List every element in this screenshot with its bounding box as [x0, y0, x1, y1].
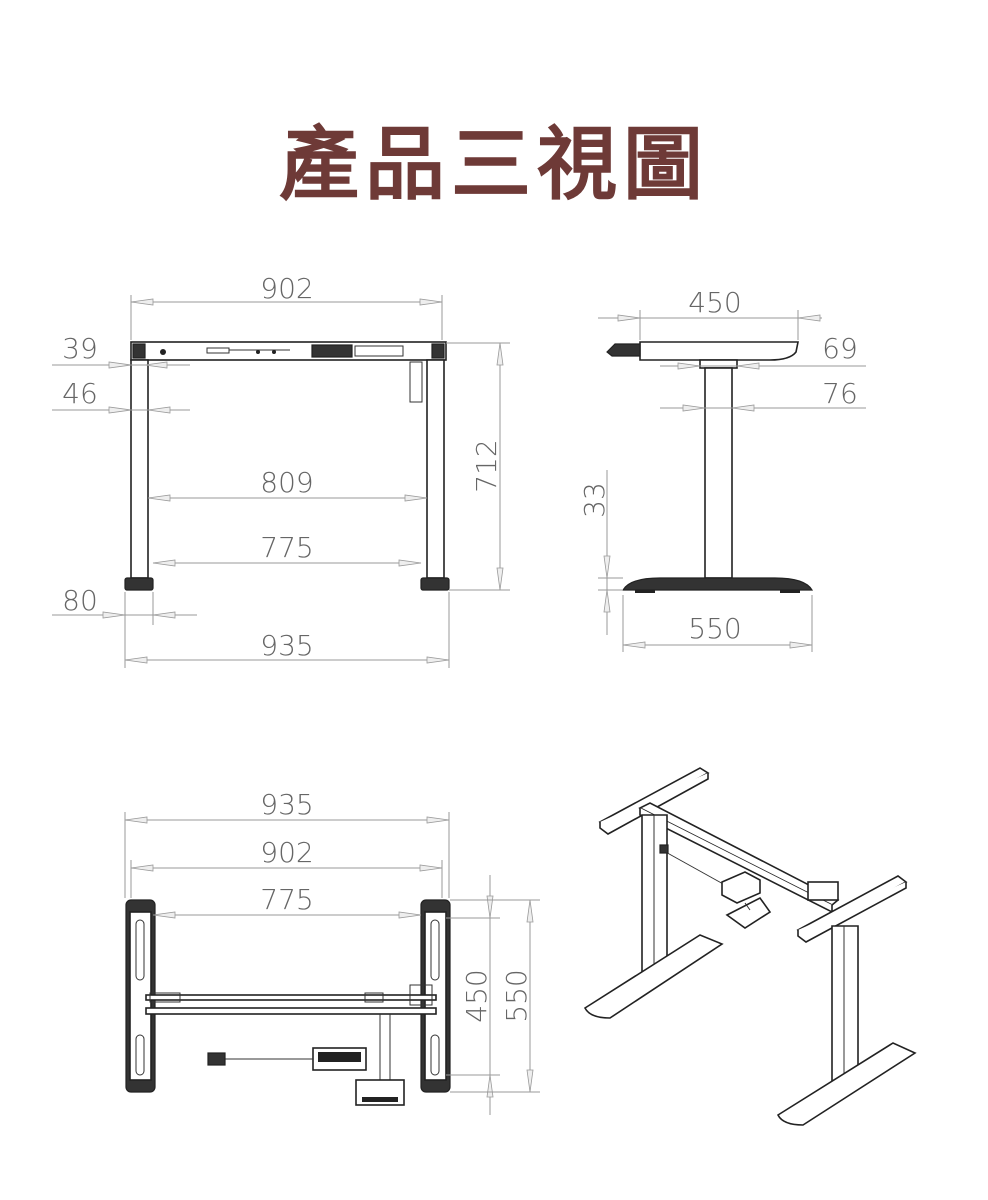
dim-side-top-offset: 69 — [822, 332, 858, 365]
dim-front-inner-upper: 809 — [260, 466, 313, 499]
dim-front-top-width: 902 — [260, 272, 313, 305]
dim-side-top-depth: 450 — [688, 286, 741, 319]
top-view-frame — [125, 899, 451, 1106]
dim-top-top-depth: 450 — [460, 969, 493, 1022]
dim-top-inner-width: 775 — [260, 883, 313, 916]
side-view: 450 69 76 33 550 — [578, 286, 866, 652]
dim-top-overall-width: 935 — [260, 788, 313, 821]
front-view: 902 39 46 809 775 80 935 — [52, 272, 510, 668]
side-view-frame — [606, 341, 814, 593]
isometric-view — [583, 767, 917, 1126]
top-view: 935 902 775 450 550 — [124, 788, 540, 1115]
dim-front-top-offset: 39 — [62, 332, 98, 365]
dim-side-column-offset: 76 — [822, 377, 858, 410]
dim-front-foot-width: 80 — [62, 584, 98, 617]
dim-side-foot-height: 33 — [578, 482, 611, 518]
dim-front-inner-lower: 775 — [260, 531, 313, 564]
dim-side-base-depth: 550 — [688, 612, 741, 645]
dim-top-top-width: 902 — [260, 836, 313, 869]
front-view-frame — [124, 341, 450, 591]
dim-front-height: 712 — [470, 439, 503, 492]
page-title: 產品三視圖 — [279, 118, 709, 211]
dim-front-base-width: 935 — [260, 629, 313, 662]
dim-front-leg-offset: 46 — [62, 377, 98, 410]
dim-top-base-depth: 550 — [500, 969, 533, 1022]
